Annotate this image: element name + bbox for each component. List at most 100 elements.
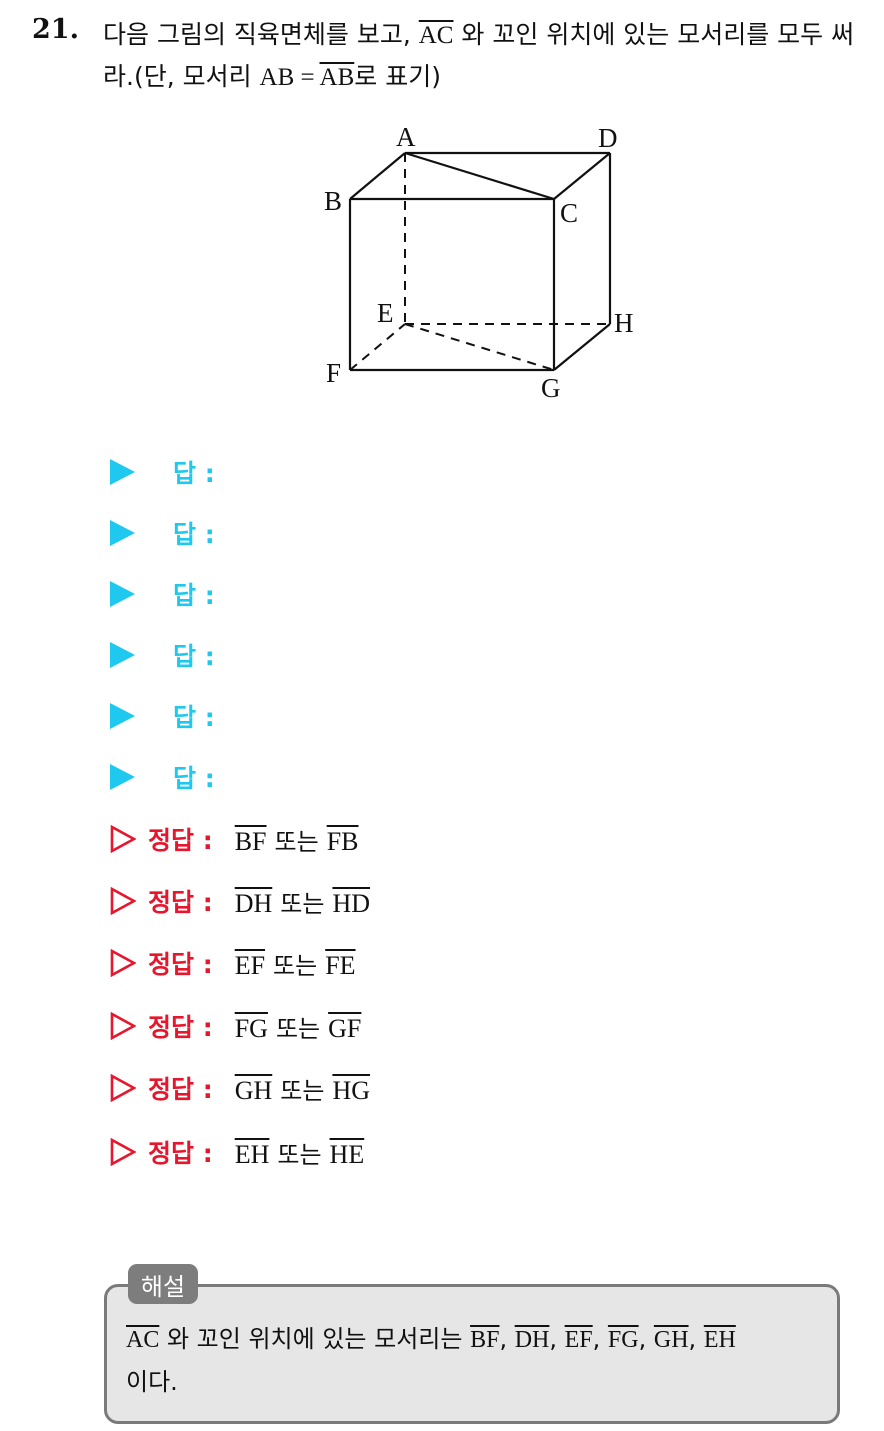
explanation-segment-ac: AC [126,1327,160,1353]
edge-name-plain: AB [259,64,295,91]
vertex-h-label: H [614,308,634,338]
solution-edge: EF [234,950,266,980]
play-triangle-icon [110,642,135,668]
vertex-b-label: B [324,186,342,216]
edge-cd [553,152,611,200]
answer-label: 답 : [173,764,215,793]
solution-edge-alt: HG [332,1075,370,1105]
play-triangle-icon [110,581,135,607]
question-text: 다음 그림의 직육면체를 보고, AC 와 꼬인 위치에 있는 모서리를 모두 … [103,14,873,98]
answer-row: 답 : [110,513,215,553]
answer-label: 답 : [173,520,215,549]
vertex-g-label: G [541,373,561,403]
play-triangle-icon [110,520,135,546]
solution-connector: 또는 [277,1140,322,1169]
edge-gh [553,323,611,371]
edge-ab [349,152,406,200]
equals-sign: = [294,64,320,91]
explanation-separator: , [549,1325,565,1353]
answer-row: 답 : [110,696,215,736]
answer-label: 답 : [173,642,215,671]
answer-row: 답 : [110,757,215,797]
solution-connector: 또는 [273,951,318,980]
outline-triangle-icon [110,1138,136,1166]
answer-label: 답 : [173,581,215,610]
solution-connector: 또는 [280,1076,325,1105]
explanation-text: AC 와 꼬인 위치에 있는 모서리는 BF, DH, EF, FG, GH, … [126,1318,826,1403]
answer-row: 답 : [110,574,215,614]
solution-edge-alt: FE [325,950,356,980]
solution-label: 정답 : [148,888,213,917]
solution-edge: DH [234,888,273,918]
question-text-start: 다음 그림의 직육면체를 보고, [103,20,419,49]
question-text-end: 로 표기) [354,62,441,91]
solution-label: 정답 : [148,1013,213,1042]
edge-name-segment: AB [319,64,355,91]
segment-eg-line [404,323,555,371]
solution-label: 정답 : [148,826,213,855]
solution-label: 정답 : [148,1139,213,1168]
explanation-separator: , [638,1325,654,1353]
solution-edge-alt: HD [332,888,370,918]
explanation-edge: GH [653,1327,689,1353]
explanation-edge: EH [703,1327,736,1353]
play-triangle-icon [110,703,135,729]
explanation-separator: , [499,1325,515,1353]
solution-connector: 또는 [275,1014,321,1043]
vertex-e-label: E [377,298,394,328]
answer-label: 답 : [173,459,215,488]
explanation-box [104,1284,840,1424]
explanation-edge: EF [564,1327,593,1353]
outline-triangle-icon [110,949,136,977]
question-number: 21. [32,14,79,45]
solution-edge-alt: FB [326,826,359,856]
vertex-d-label: D [598,123,618,153]
play-triangle-icon [110,459,135,485]
explanation-separator: , [688,1325,704,1353]
play-triangle-icon [110,764,135,790]
explanation-separator: , [592,1325,608,1353]
explanation-edge: FG [607,1327,639,1353]
solution-connector: 또는 [280,889,325,918]
solution-edge: EH [234,1139,270,1169]
solution-label: 정답 : [148,1075,213,1104]
vertex-a-label: A [396,122,416,152]
solution-edge: BF [234,826,267,856]
explanation-edge: BF [470,1327,500,1353]
explanation-edge: DH [514,1327,550,1353]
edge-ef [349,323,406,371]
outline-triangle-icon [110,1012,136,1040]
outline-triangle-icon [110,825,136,853]
question-text-middle: 와 꼬인 위치에 있는 모서리를 모두 써라.(단, 모서리 [103,20,855,91]
solution-edge: FG [234,1013,268,1043]
solution-edge-alt: HE [329,1139,365,1169]
segment-ac-line [404,151,555,201]
solution-label: 정답 : [148,950,213,979]
segment-ac: AC [418,22,454,49]
answer-label: 답 : [173,703,215,732]
outline-triangle-icon [110,1074,136,1102]
vertex-f-label: F [326,358,341,388]
solution-edge: GH [234,1075,273,1105]
outline-triangle-icon [110,887,136,915]
cuboid-figure: A B C D E F G H [324,122,634,403]
explanation-mid-text: 와 꼬인 위치에 있는 모서리는 [159,1325,471,1353]
solution-connector: 또는 [274,827,319,856]
explanation-tag: 해설 [128,1264,198,1304]
answer-row: 답 : [110,635,215,675]
solution-edge-alt: GF [328,1013,362,1043]
explanation-end-text: 이다. [126,1368,178,1396]
vertex-c-label: C [560,198,578,228]
